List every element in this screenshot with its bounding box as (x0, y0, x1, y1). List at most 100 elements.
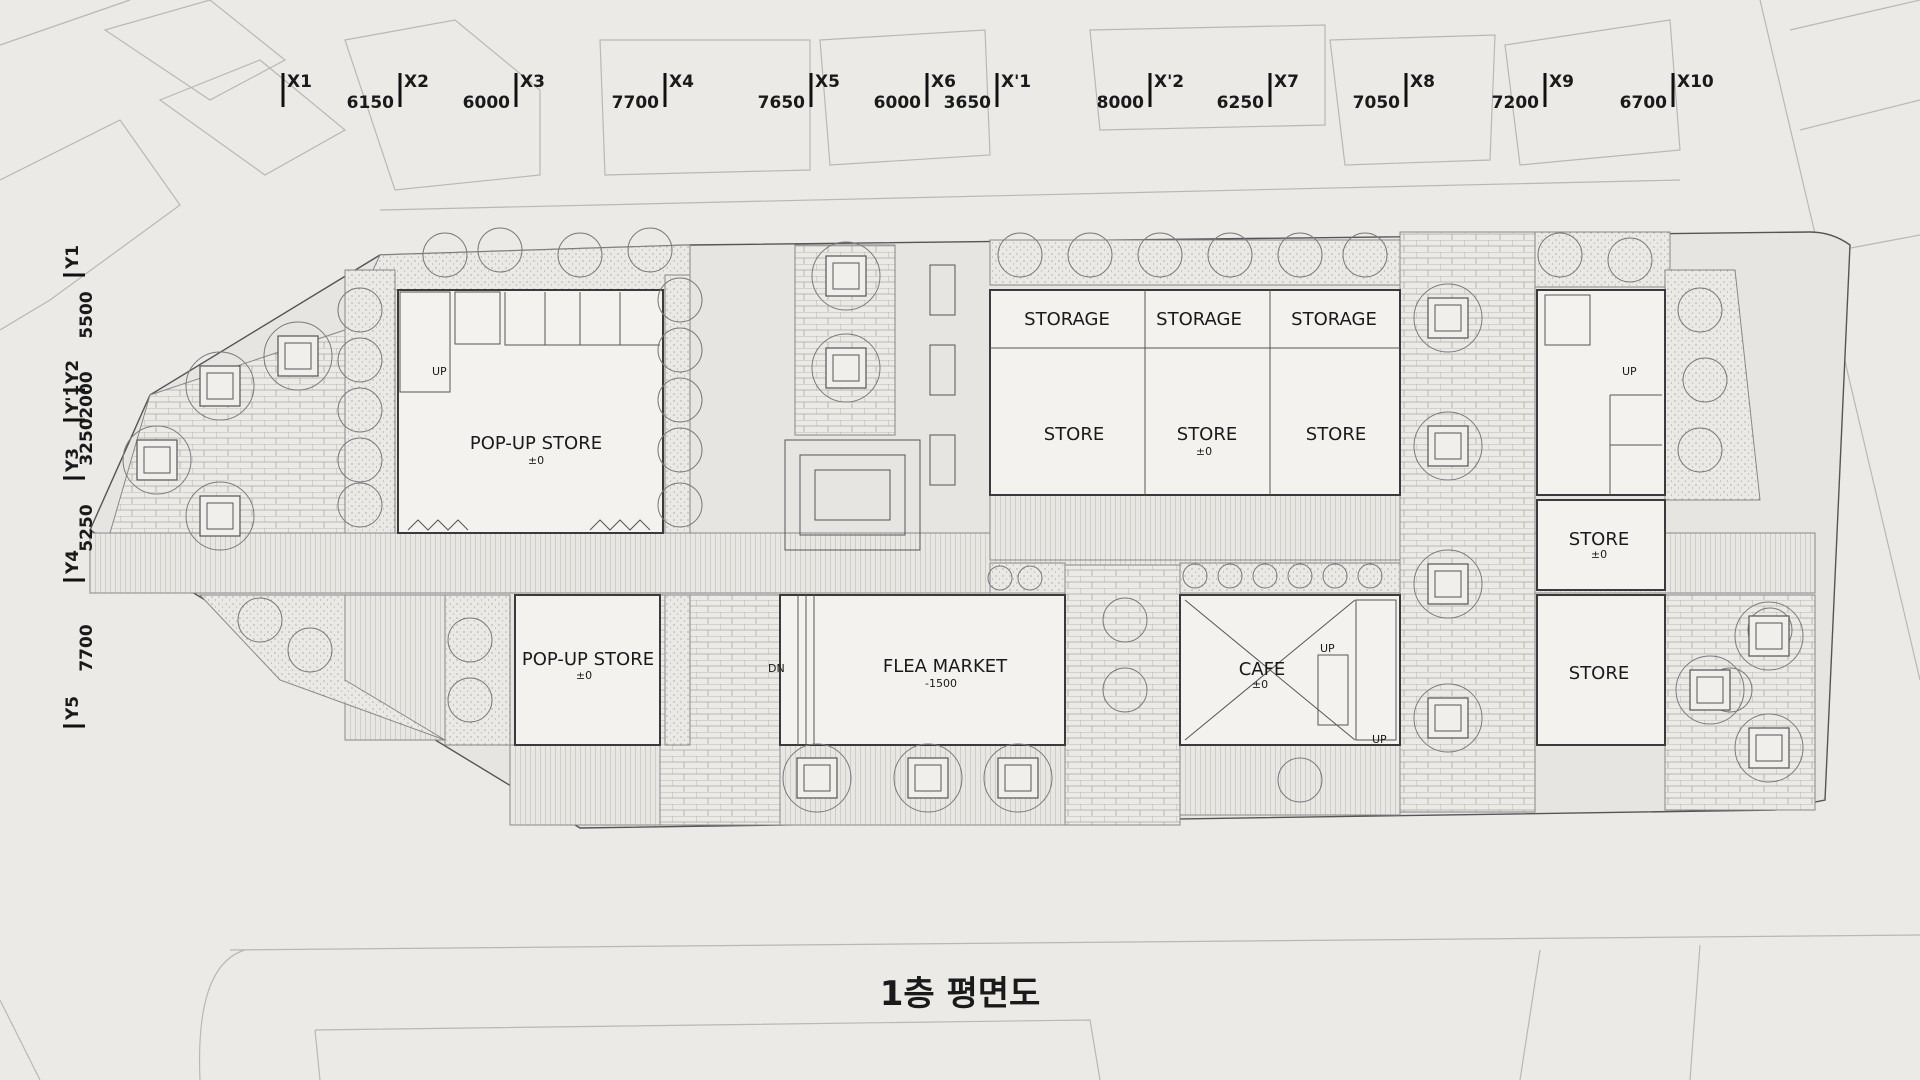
planter-box (825, 255, 867, 297)
tree-canopy (1734, 601, 1804, 671)
room-storage-2-name: STORAGE (1156, 309, 1242, 330)
room-store-1-name: STORE (1044, 424, 1104, 445)
tree-canopy (1137, 232, 1183, 278)
grid-x-dimension: 7700 (612, 93, 659, 113)
planter-inner (1696, 676, 1724, 704)
tree-canopy (1102, 667, 1148, 713)
room-popup-store-2-level: ±0 (576, 669, 592, 682)
grid-y-label: Y4 (63, 550, 83, 575)
room-popup-store-1-name: POP-UP STORE (470, 433, 602, 454)
tree-canopy (983, 743, 1053, 813)
building-east (1536, 289, 1666, 746)
planter-box (199, 365, 241, 407)
tree-canopy (1734, 713, 1804, 783)
shrub (1287, 563, 1313, 589)
grid-y-label: Y1 (63, 245, 83, 270)
tree-canopy (1413, 683, 1483, 753)
shrub (1357, 563, 1383, 589)
grid-x-dimension: 6000 (874, 93, 921, 113)
tree-canopy (122, 425, 192, 495)
stair-up-mark-cafe-2: UP (1372, 733, 1387, 746)
planter-box (1427, 563, 1469, 605)
grid-x-dimension: 6250 (1217, 93, 1264, 113)
grid-x-label: X1 (287, 72, 312, 92)
tree-canopy (657, 277, 703, 323)
tree-canopy (1413, 283, 1483, 353)
grid-y-dimension: 5500 (77, 291, 97, 338)
tree-canopy (447, 617, 493, 663)
grid-x-dimension: 6000 (463, 93, 510, 113)
planter-box (1427, 697, 1469, 739)
tree-canopy (1413, 411, 1483, 481)
tree-canopy (447, 677, 493, 723)
shrub (987, 565, 1013, 591)
tree-canopy (337, 387, 383, 433)
grid-y-label: Y'1 (63, 385, 83, 415)
planter-box (1689, 669, 1731, 711)
grid-y-label: Y2 (63, 360, 83, 385)
planter-inner (1434, 570, 1462, 598)
tree-canopy (1675, 655, 1745, 725)
tree-canopy (1537, 232, 1583, 278)
tree-canopy (337, 437, 383, 483)
grid-x-label: X4 (669, 72, 694, 92)
tree-canopy (287, 627, 333, 673)
landscape-trees (122, 227, 1804, 813)
shrub (1322, 563, 1348, 589)
building-flea-market (779, 439, 1066, 746)
planter-inner (1434, 432, 1462, 460)
room-flea-market-name: FLEA MARKET (883, 656, 1008, 677)
planter-inner (1004, 764, 1032, 792)
grid-y-label: Y3 (63, 448, 83, 473)
tree-canopy (1682, 357, 1728, 403)
tree-canopy (263, 321, 333, 391)
planter-box (136, 439, 178, 481)
planter-inner (914, 764, 942, 792)
planter-inner (1434, 704, 1462, 732)
tree-canopy (477, 227, 523, 273)
grid-x-label: X6 (931, 72, 956, 92)
room-store-2-name: STORE (1177, 424, 1237, 445)
planter-box (1748, 727, 1790, 769)
grid-x-label: X3 (520, 72, 545, 92)
tree-canopy (657, 327, 703, 373)
grid-x-dimension: 7200 (1492, 93, 1539, 113)
grid-x-dimension: 7050 (1353, 93, 1400, 113)
grid-y-dimension: 7700 (77, 624, 97, 671)
tree-canopy (1607, 237, 1653, 283)
tree-canopy (1413, 549, 1483, 619)
tree-canopy (337, 482, 383, 528)
building-popup-south (514, 594, 661, 746)
planter-inner (803, 764, 831, 792)
grid-x-dimension: 3650 (944, 93, 991, 113)
planter-inner (832, 262, 860, 290)
tree-canopy (782, 743, 852, 813)
drawing-title: 1층 평면도 (880, 974, 1041, 1014)
stair-up-mark: UP (432, 365, 447, 378)
planter-inner (1434, 304, 1462, 332)
planter-box (1748, 615, 1790, 657)
tree-canopy (185, 351, 255, 421)
room-popup-store-1-level: ±0 (528, 454, 544, 467)
room-cafe-level: ±0 (1252, 678, 1268, 691)
grid-y-label: Y5 (63, 696, 83, 721)
grid-x-label: X7 (1274, 72, 1299, 92)
planter-box (277, 335, 319, 377)
grid-x-label: X2 (404, 72, 429, 92)
tree-canopy (1067, 232, 1113, 278)
shrub (1217, 563, 1243, 589)
grid-x-label: X'1 (1001, 72, 1031, 92)
planter-box (796, 757, 838, 799)
grid-x-label: X10 (1677, 72, 1714, 92)
central-stair (929, 264, 956, 316)
tree-canopy (657, 482, 703, 528)
planter-box (1427, 297, 1469, 339)
grid-y-dimension: 5250 (77, 504, 97, 551)
grid-x-dimension: 7650 (758, 93, 805, 113)
tree-canopy (811, 241, 881, 311)
tree-canopy (811, 333, 881, 403)
planter-box (997, 757, 1039, 799)
tree-canopy (185, 481, 255, 551)
